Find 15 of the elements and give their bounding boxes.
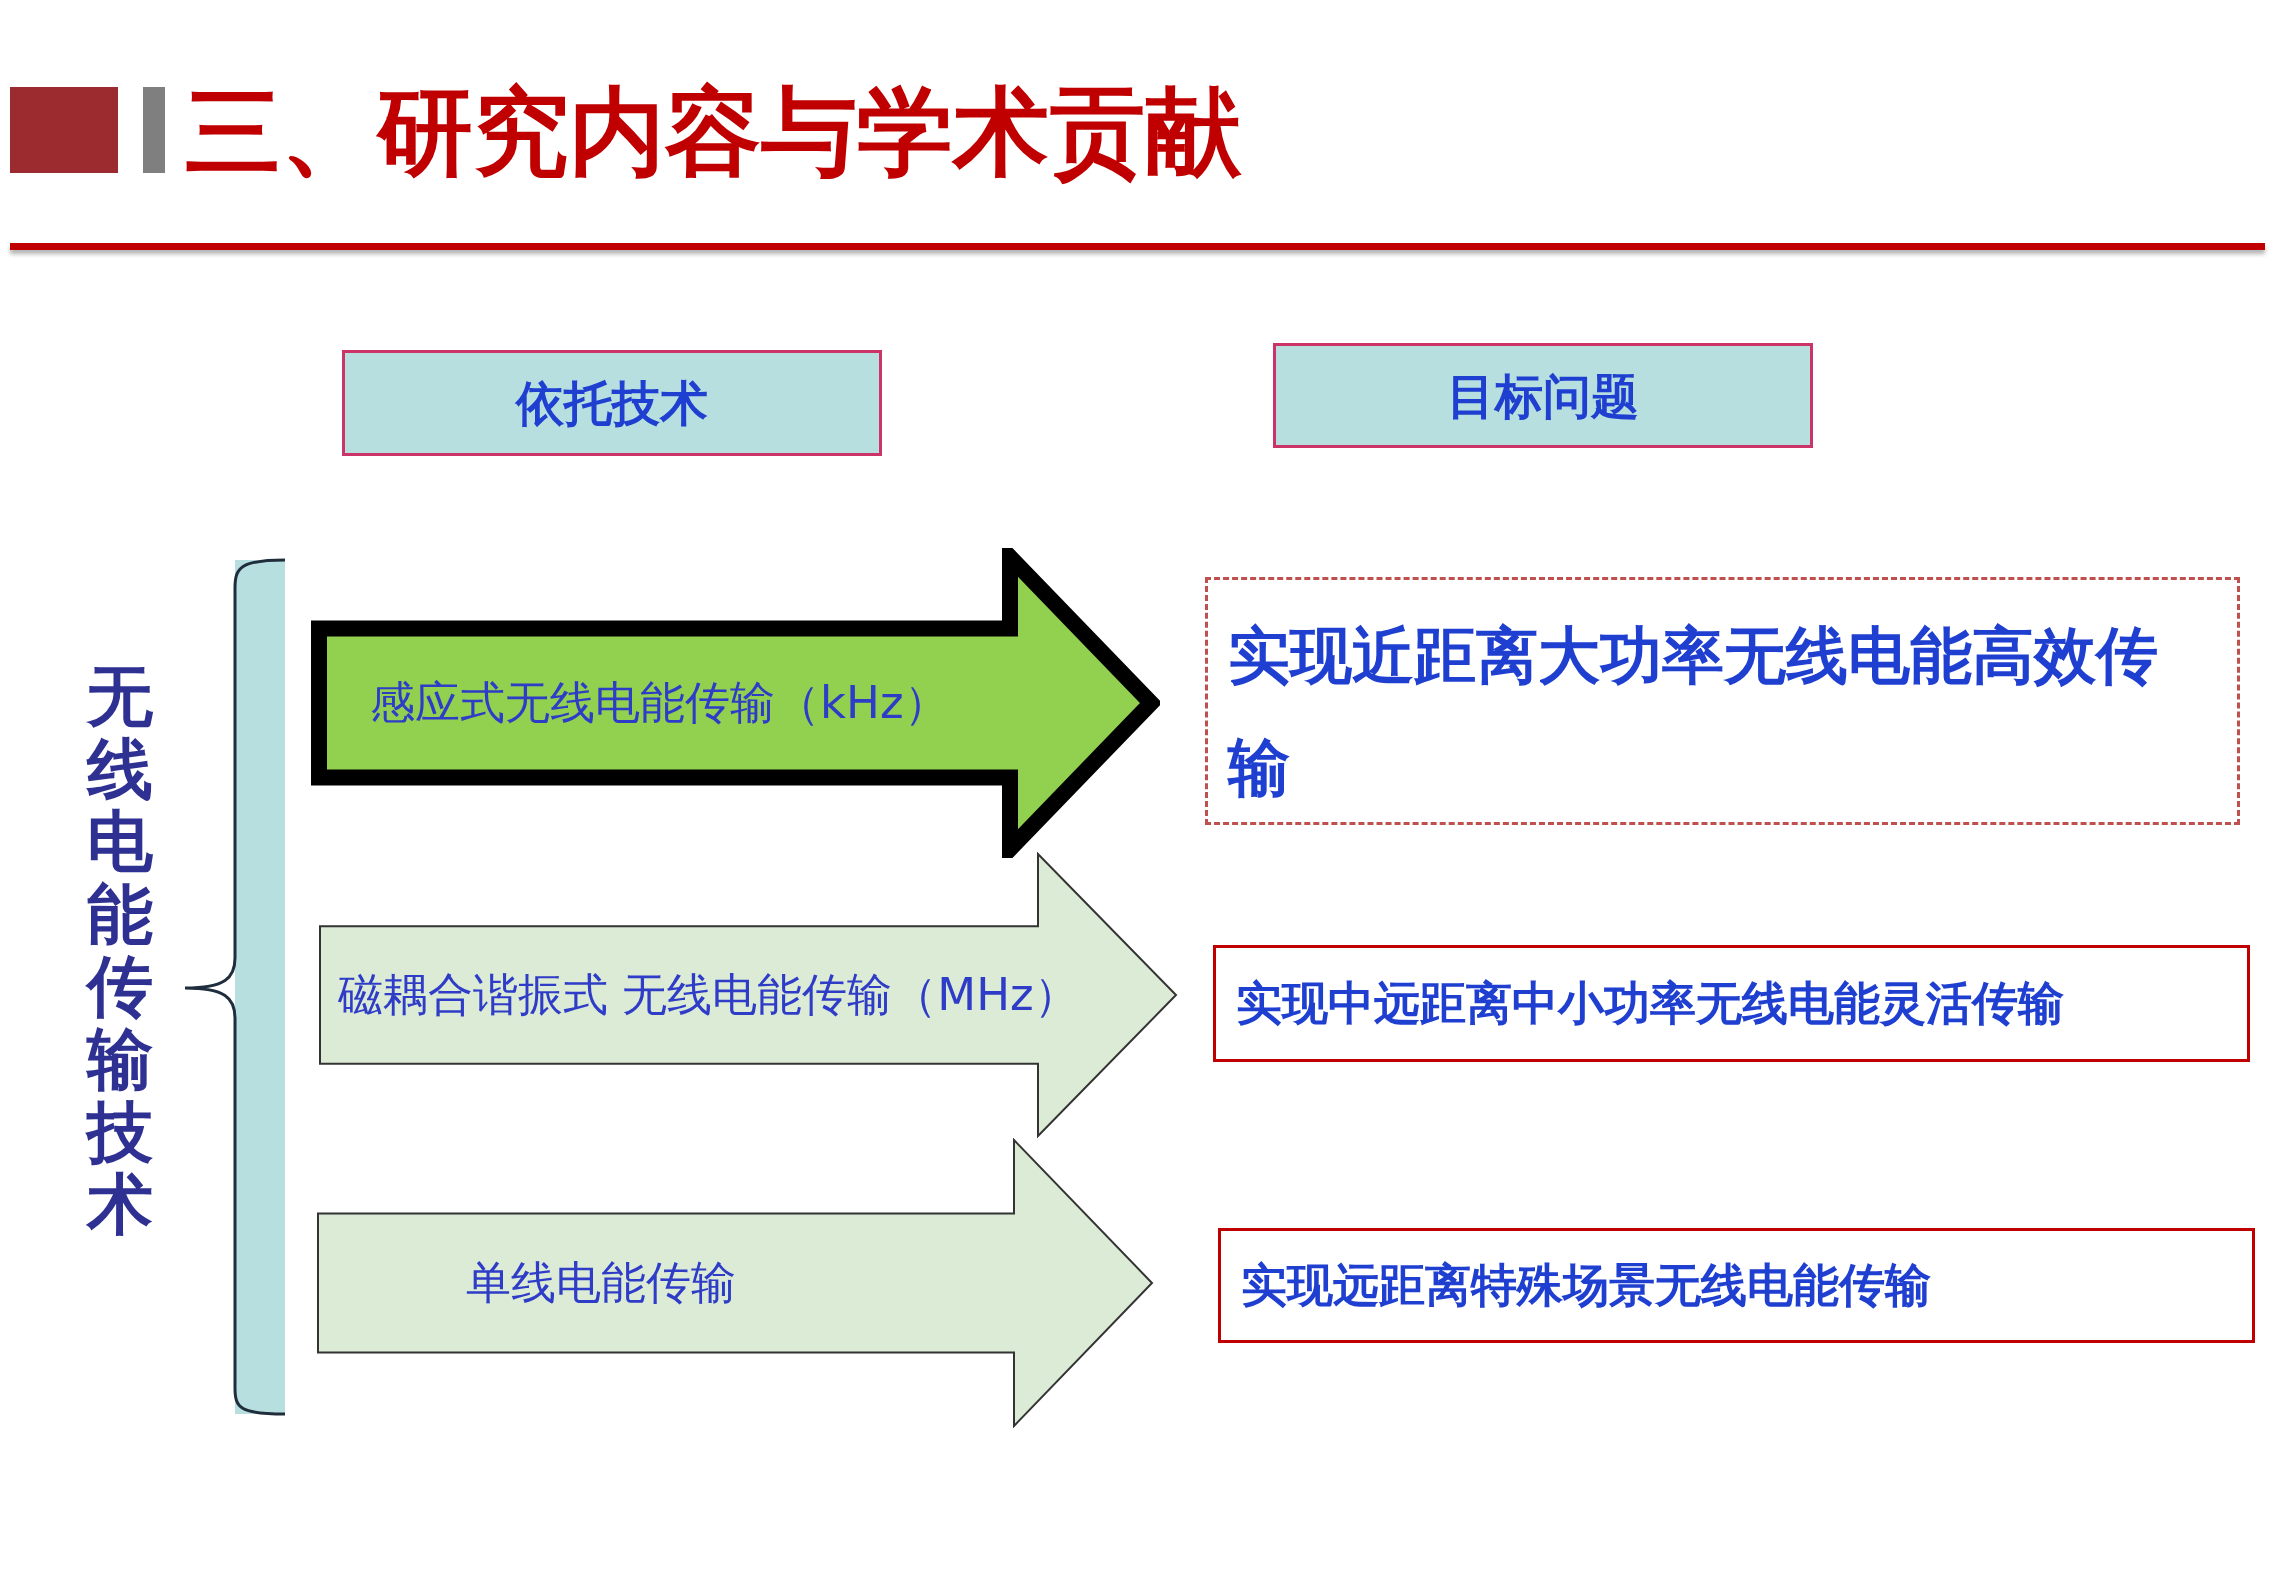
- slide-title: 三、研究内容与学术贡献: [185, 75, 1241, 190]
- target-box: [1218, 1228, 2255, 1343]
- target-box: [1213, 945, 2250, 1062]
- target-label: 实现中远距离中小功率无线电能灵活传输: [1236, 975, 2064, 1032]
- target-label: 实现远距离特殊场景无线电能传输: [1241, 1257, 1931, 1314]
- header-box: [1273, 343, 1813, 448]
- vertical-label: 无线电能传输技术: [87, 660, 153, 1246]
- arrow-label: 磁耦合谐振式 无线电能传输（MHz）: [338, 967, 1079, 1024]
- header-box: [342, 350, 882, 456]
- target-label: 实现近距离大功率无线电能高效传输: [1228, 619, 2158, 804]
- arrow-label: 感应式无线电能传输（kHz）: [370, 675, 949, 732]
- header-label: 依托技术: [516, 374, 708, 433]
- header-label: 目标问题: [1447, 366, 1639, 426]
- target-box: [1205, 577, 2240, 825]
- arrow-label: 单线电能传输: [466, 1255, 736, 1312]
